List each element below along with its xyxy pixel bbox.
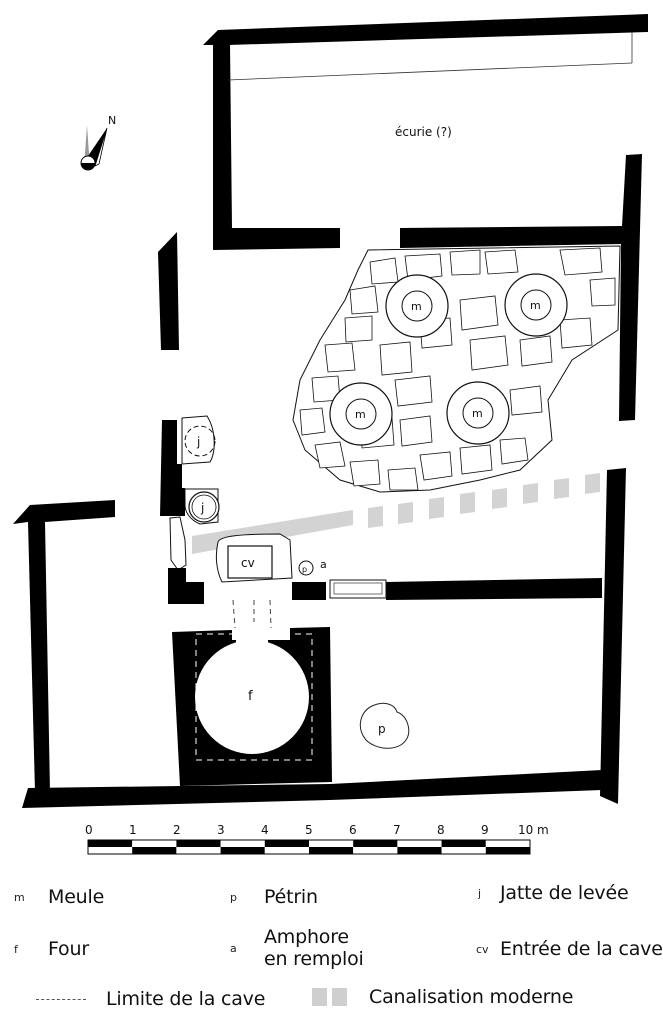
svg-text:f: f xyxy=(248,689,253,704)
svg-text:2: 2 xyxy=(173,823,181,837)
millstone-4: m xyxy=(446,381,510,445)
oven: f xyxy=(172,627,332,786)
legend: m Meule p Pétrin j Jatte de levée f Four… xyxy=(0,870,663,1024)
petrin: p xyxy=(359,702,410,749)
svg-text:6: 6 xyxy=(349,823,357,837)
legend-meule: m Meule xyxy=(14,886,105,908)
svg-text:j: j xyxy=(196,435,200,449)
svg-text:7: 7 xyxy=(393,823,401,837)
svg-text:p: p xyxy=(302,565,307,574)
jatte-1: j xyxy=(181,415,216,465)
legend-canal: Canalisation moderne xyxy=(312,986,573,1008)
svg-text:8: 8 xyxy=(437,823,445,837)
scale-bar: 0 1 2 3 4 5 6 7 8 9 10 m xyxy=(85,823,549,855)
svg-text:m: m xyxy=(537,823,549,837)
svg-text:1: 1 xyxy=(129,823,137,837)
cellar-limit xyxy=(232,599,272,629)
svg-text:j: j xyxy=(200,501,204,515)
legend-petrin: p Pétrin xyxy=(230,886,318,908)
svg-text:m: m xyxy=(472,407,483,420)
svg-text:p: p xyxy=(378,722,386,736)
north-arrow-icon: N xyxy=(80,114,116,171)
svg-text:9: 9 xyxy=(481,823,489,837)
stone-slab xyxy=(169,516,187,571)
lower-walls xyxy=(13,468,626,808)
jatte-2: j xyxy=(184,488,220,525)
site-plan: N écurie (?) xyxy=(13,14,648,855)
millstone-2: m xyxy=(504,273,568,337)
svg-text:10: 10 xyxy=(518,823,533,837)
svg-text:m: m xyxy=(411,300,422,313)
millstone-1: m xyxy=(385,274,449,338)
legend-four: f Four xyxy=(14,938,89,960)
svg-text:a: a xyxy=(320,558,327,571)
stable-label: écurie (?) xyxy=(395,125,452,139)
svg-text:m: m xyxy=(530,299,541,312)
stable-walls xyxy=(203,14,648,421)
svg-text:m: m xyxy=(355,408,366,421)
millstone-3: m xyxy=(329,382,393,446)
svg-text:0: 0 xyxy=(85,823,93,837)
wall-fragment xyxy=(158,232,179,350)
legend-amphore: a Amphore en remploi xyxy=(230,926,364,970)
legend-jatte: j Jatte de levée xyxy=(478,882,629,904)
threshold-slab xyxy=(329,579,387,599)
svg-text:4: 4 xyxy=(261,823,269,837)
legend-cave-limit: Limite de la cave xyxy=(36,988,265,1010)
dashed-line-icon xyxy=(36,998,86,1000)
cave-entrance: cv xyxy=(215,533,293,583)
paving-area xyxy=(292,245,621,493)
north-label: N xyxy=(108,114,116,127)
legend-cave: cv Entrée de la cave xyxy=(476,938,663,960)
amphora: p a xyxy=(298,558,327,576)
canal-swatch-icon xyxy=(312,988,347,1006)
svg-text:cv: cv xyxy=(241,556,255,570)
svg-text:3: 3 xyxy=(217,823,225,837)
svg-text:5: 5 xyxy=(305,823,313,837)
central-walls xyxy=(160,420,602,604)
